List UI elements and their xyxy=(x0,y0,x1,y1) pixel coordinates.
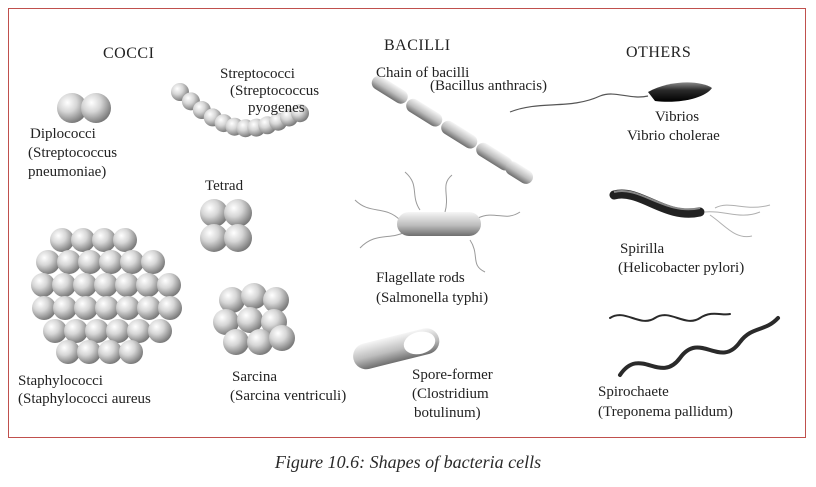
staphylococcus-cell xyxy=(106,319,130,343)
figure-caption: Figure 10.6: Shapes of bacteria cells xyxy=(274,452,542,472)
label-sarcina-species: (Sarcina ventriculi) xyxy=(230,388,347,404)
staphylococcus-cell xyxy=(53,296,77,320)
sarcina-cell xyxy=(213,309,239,335)
staphylococcus-cell xyxy=(32,296,56,320)
staphylococcus-cell xyxy=(57,250,81,274)
staphylococcus-cell xyxy=(43,319,67,343)
streptococcus-cell xyxy=(291,104,309,123)
label-spore-former: Spore-former xyxy=(412,367,493,383)
staphylococcus-cell xyxy=(31,273,55,297)
staphylococcus-cell xyxy=(137,296,161,320)
label-spirilla-species: (Helicobacter pylori) xyxy=(618,260,745,276)
staphylococcus-cell xyxy=(77,340,101,364)
staphylococcus-cell xyxy=(141,250,165,274)
staphylococcus-cell xyxy=(98,340,122,364)
staphylococcus-cell xyxy=(157,273,181,297)
staphylococcus-cell xyxy=(95,296,119,320)
staphylococcus-cell xyxy=(94,273,118,297)
label-flagellate-species: (Salmonella typhi) xyxy=(376,290,489,306)
staphylococcus-cell xyxy=(71,228,95,252)
diplococci-shape xyxy=(57,93,111,123)
label-vibrio-species: Vibrio cholerae xyxy=(627,128,720,144)
label-spirilla: Spirilla xyxy=(620,241,665,257)
staphylococcus-cell xyxy=(148,319,172,343)
label-streptococci: Streptococci xyxy=(220,66,295,82)
sarcina-cell xyxy=(219,287,245,313)
spirochaete-shape xyxy=(609,312,780,377)
label-chain-species: (Bacillus anthracis) xyxy=(430,78,548,94)
label-flagellate-rods: Flagellate rods xyxy=(376,270,465,286)
staphylococcus-cell xyxy=(56,340,80,364)
staphylococcus-cell xyxy=(50,228,74,252)
staphylococcus-cell xyxy=(158,296,182,320)
staphylococcus-cell xyxy=(113,228,137,252)
staphylococcus-cell xyxy=(92,228,116,252)
staphylococcus-cell xyxy=(116,296,140,320)
label-staphylococci: Staphylococci xyxy=(18,373,103,389)
staphylococcus-cell xyxy=(52,273,76,297)
staphylococcus-cell xyxy=(36,250,60,274)
label-vibrios: Vibrios xyxy=(655,109,700,125)
label-sarcina: Sarcina xyxy=(232,369,277,385)
staphylococcus-cell xyxy=(99,250,123,274)
label-chain-of-bacilli: Chain of bacilli xyxy=(376,65,470,81)
chain-of-bacilli-shape xyxy=(371,75,534,184)
sarcina-cell xyxy=(223,329,249,355)
streptococci-shape xyxy=(171,83,309,138)
sarcina-cell xyxy=(247,329,273,355)
label-diplococci: Diplococci xyxy=(30,126,96,142)
heading-cocci: COCCI xyxy=(103,45,155,62)
staphylococcus-cell xyxy=(127,319,151,343)
sarcina-cell xyxy=(263,287,289,313)
staphylococci-shape xyxy=(31,228,182,364)
sarcina-cell xyxy=(269,325,295,351)
sarcina-cell xyxy=(241,283,267,309)
label-spirochaete: Spirochaete xyxy=(598,384,669,400)
tetrad-shape xyxy=(200,199,252,252)
staphylococcus-cell xyxy=(73,273,97,297)
staphylococcus-cell xyxy=(64,319,88,343)
label-spore-species-2: botulinum) xyxy=(414,405,481,421)
vibrio-shape xyxy=(509,82,712,113)
heading-bacilli: BACILLI xyxy=(384,37,451,54)
staphylococcus-cell xyxy=(74,296,98,320)
staphylococcus-cell xyxy=(85,319,109,343)
label-streptococci-species-1: (Streptococcus xyxy=(230,83,320,99)
staphylococcus-cell xyxy=(115,273,139,297)
label-diplococci-species-2: pneumoniae) xyxy=(28,164,107,180)
staphylococcus-cell xyxy=(136,273,160,297)
label-spirochaete-species: (Treponema pallidum) xyxy=(598,404,733,420)
staphylococcus-cell xyxy=(120,250,144,274)
label-staphylococci-species: (Staphylococci aureus xyxy=(18,391,151,407)
sarcina-cell xyxy=(237,307,263,333)
sarcina-shape xyxy=(213,283,295,355)
label-diplococci-species-1: (Streptococcus xyxy=(28,145,118,161)
spirilla-shape xyxy=(609,189,771,238)
spore-former-shape xyxy=(353,328,440,370)
heading-others: OTHERS xyxy=(626,44,692,61)
flagellate-rod-shape xyxy=(354,171,521,273)
label-streptococci-species-2: pyogenes xyxy=(248,100,305,116)
staphylococcus-cell xyxy=(78,250,102,274)
label-spore-species-1: (Clostridium xyxy=(412,386,489,402)
staphylococcus-cell xyxy=(119,340,143,364)
label-tetrad: Tetrad xyxy=(205,178,244,194)
